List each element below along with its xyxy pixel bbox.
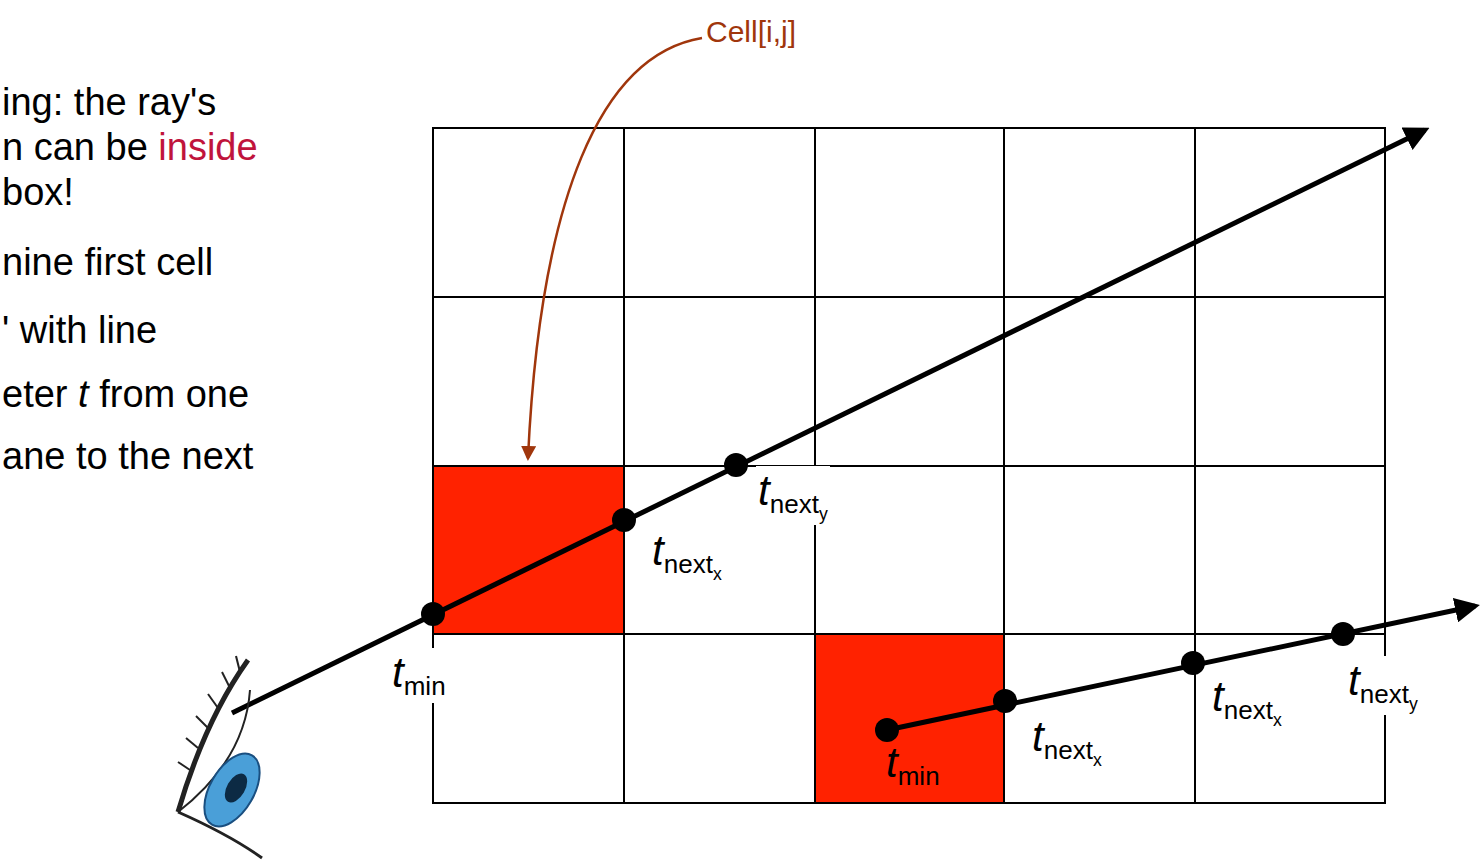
t-label: tnextx bbox=[652, 526, 722, 585]
slide-text: n can be inside bbox=[2, 125, 258, 171]
t-label: tnexty bbox=[756, 466, 830, 525]
t-label: tnextx bbox=[1032, 712, 1102, 771]
eye-icon bbox=[178, 656, 271, 858]
t-label: tmin bbox=[886, 738, 940, 793]
start-cell bbox=[433, 466, 624, 634]
start-cell bbox=[815, 634, 1004, 803]
cell-callout: Cell[i,j] bbox=[706, 14, 796, 50]
leader-line bbox=[528, 38, 702, 458]
slide-text: ane to the next bbox=[2, 434, 253, 480]
t-label: tmin bbox=[390, 648, 448, 703]
slide-text: box! bbox=[2, 170, 74, 216]
slide-text: eter t from one bbox=[2, 372, 249, 418]
ray bbox=[887, 606, 1475, 730]
ray bbox=[232, 130, 1425, 713]
intersection-dots bbox=[421, 453, 1355, 742]
t-label: tnexty bbox=[1346, 656, 1420, 715]
slide-text: nine first cell bbox=[2, 240, 213, 286]
slide-text: ' with line bbox=[2, 308, 157, 354]
grid-lines bbox=[433, 128, 1385, 803]
slide-text: ing: the ray's bbox=[2, 80, 216, 126]
t-label: tnextx bbox=[1212, 672, 1282, 731]
